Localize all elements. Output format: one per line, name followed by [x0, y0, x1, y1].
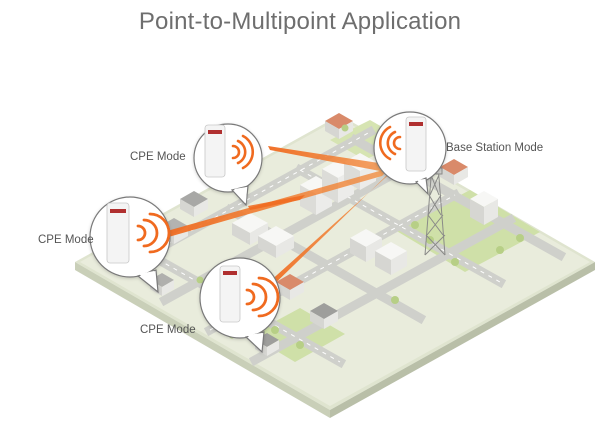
beam-to-cpe-3 — [258, 170, 394, 296]
cpe-device-1 — [204, 124, 226, 178]
cpe-mode-label-3: CPE Mode — [140, 324, 196, 336]
cpe-device-3 — [219, 265, 241, 323]
cpe-mode-label-1: CPE Mode — [130, 151, 186, 163]
waves-icon-base — [378, 125, 402, 161]
beam-accent — [248, 195, 305, 210]
waves-icon-3 — [245, 276, 280, 318]
base-station-mode-label: Base Station Mode — [446, 142, 544, 154]
beam-to-cpe-1 — [268, 146, 392, 172]
waves-icon-2 — [136, 212, 171, 254]
waves-icon-1 — [231, 134, 255, 170]
diagram-title: Point-to-Multipoint Application — [138, 8, 462, 35]
cpe-device-2 — [106, 202, 130, 264]
signal-beams — [160, 146, 394, 296]
cpe-mode-label-2: CPE Mode — [38, 234, 94, 246]
base-station-device — [405, 116, 427, 172]
